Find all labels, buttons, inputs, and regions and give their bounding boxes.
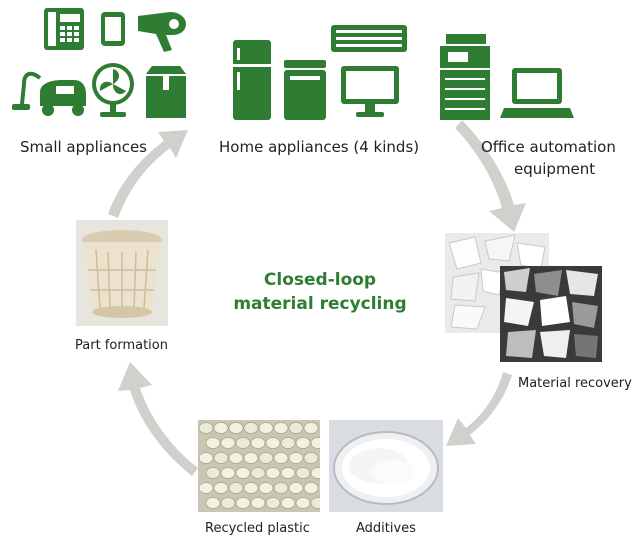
laptop-icon: [500, 68, 574, 118]
recycled-plastic-label: Recycled plastic: [205, 521, 310, 536]
office-equipment-label-line2: equipment: [514, 160, 596, 178]
appliance-icons: [12, 8, 574, 120]
arrow-office-to-recovery: [455, 120, 526, 232]
material-recovery-photo-dark: [500, 266, 602, 362]
television-icon: [341, 66, 399, 117]
part-formation-label: Part formation: [75, 338, 168, 353]
washing-machine-icon: [284, 60, 326, 120]
hair-dryer-icon: [138, 12, 186, 52]
smartphone-icon: [101, 12, 125, 46]
material-recovery-label: Material recovery: [518, 376, 632, 391]
telephone-icon: [44, 8, 84, 50]
center-title: Closed-loop material recycling: [200, 268, 440, 316]
part-formation-photo: [76, 220, 168, 326]
arrow-recovery-to-additives: [446, 372, 512, 446]
air-conditioner-icon: [331, 25, 407, 52]
box-icon: [146, 66, 186, 118]
arrow-plastic-to-formation: [118, 362, 198, 476]
office-equipment-label-line1: Office automation: [481, 138, 616, 156]
home-appliances-label: Home appliances (4 kinds): [219, 138, 420, 156]
additives-label: Additives: [356, 521, 416, 536]
vacuum-cleaner-icon: [12, 71, 86, 116]
small-appliances-label: Small appliances: [20, 138, 147, 156]
center-title-line1: Closed-loop: [263, 270, 377, 290]
recycled-plastic-photo: [198, 420, 320, 512]
copier-icon: [440, 34, 490, 120]
refrigerator-icon: [233, 40, 271, 120]
arrow-formation-to-small: [108, 130, 188, 218]
electric-fan-icon: [92, 63, 134, 117]
center-title-line2: material recycling: [233, 294, 407, 314]
additives-photo: [329, 420, 443, 512]
